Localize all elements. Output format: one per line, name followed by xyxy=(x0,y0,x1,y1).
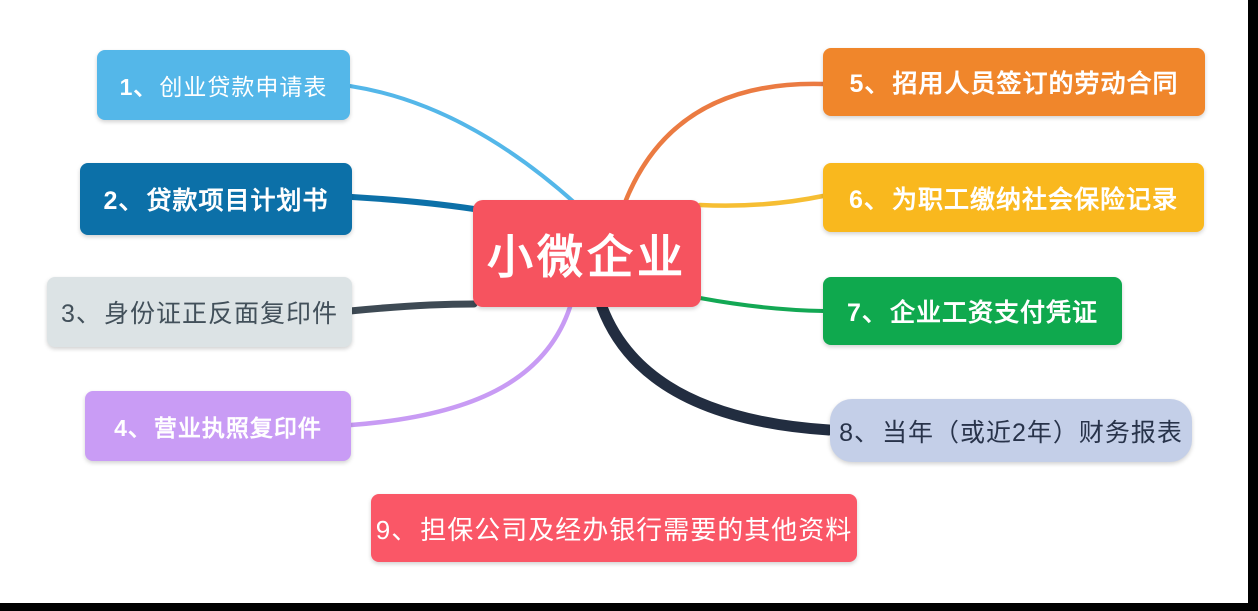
branch-number-6: 6、 xyxy=(849,185,890,214)
branch-label-9: 担保公司及经办银行需要的其他资料 xyxy=(420,514,853,545)
branch-number-2: 2、 xyxy=(103,187,145,215)
connector-line-7 xyxy=(698,296,826,313)
connector-line-4 xyxy=(348,304,573,428)
branch-node-4[interactable]: 4、营业执照复印件 xyxy=(85,391,351,461)
connector-line-6 xyxy=(697,193,826,208)
branch-number-5: 5、 xyxy=(849,70,891,98)
branch-node-2[interactable]: 2、贷款项目计划书 xyxy=(80,163,352,235)
branch-label-2: 贷款项目计划书 xyxy=(146,187,329,215)
frame-edge-right xyxy=(1248,0,1258,611)
branch-node-6[interactable]: 6、为职工缴纳社会保险记录 xyxy=(823,163,1204,232)
branch-label-8: 当年（或近2年）财务报表 xyxy=(882,418,1183,447)
branch-node-8[interactable]: 8、当年（或近2年）财务报表 xyxy=(830,399,1192,462)
branch-label-3: 身份证正反面复印件 xyxy=(103,300,338,328)
branch-number-1: 1、 xyxy=(119,74,158,100)
connector-line-2 xyxy=(349,194,477,212)
branch-number-9: 9、 xyxy=(375,514,419,545)
branch-node-7[interactable]: 7、企业工资支付凭证 xyxy=(823,277,1122,345)
branch-label-7: 企业工资支付凭证 xyxy=(889,299,1098,327)
branch-node-9[interactable]: 9、担保公司及经办银行需要的其他资料 xyxy=(371,494,857,562)
branch-label-1: 创业贷款申请表 xyxy=(159,74,328,100)
connector-line-5 xyxy=(621,81,826,208)
branch-number-4: 4、 xyxy=(114,415,152,441)
branch-number-3: 3、 xyxy=(61,300,102,328)
branch-label-6: 为职工缴纳社会保险记录 xyxy=(891,185,1178,214)
branch-node-5[interactable]: 5、招用人员签订的劳动合同 xyxy=(823,48,1205,116)
connector-line-1 xyxy=(348,84,578,206)
branch-number-8: 8、 xyxy=(839,418,880,447)
branch-number-7: 7、 xyxy=(847,299,888,327)
center-node[interactable]: 小微企业 xyxy=(473,200,701,307)
center-label: 小微企业 xyxy=(487,231,687,283)
branch-label-5: 招用人员签订的劳动合同 xyxy=(892,70,1179,98)
branch-label-4: 营业执照复印件 xyxy=(153,415,322,441)
connector-line-3 xyxy=(346,300,478,315)
branch-node-3[interactable]: 3、身份证正反面复印件 xyxy=(47,277,352,347)
connector-line-8 xyxy=(596,301,835,436)
frame-edge-bottom xyxy=(0,603,1258,611)
branch-node-1[interactable]: 1、创业贷款申请表 xyxy=(97,50,350,120)
